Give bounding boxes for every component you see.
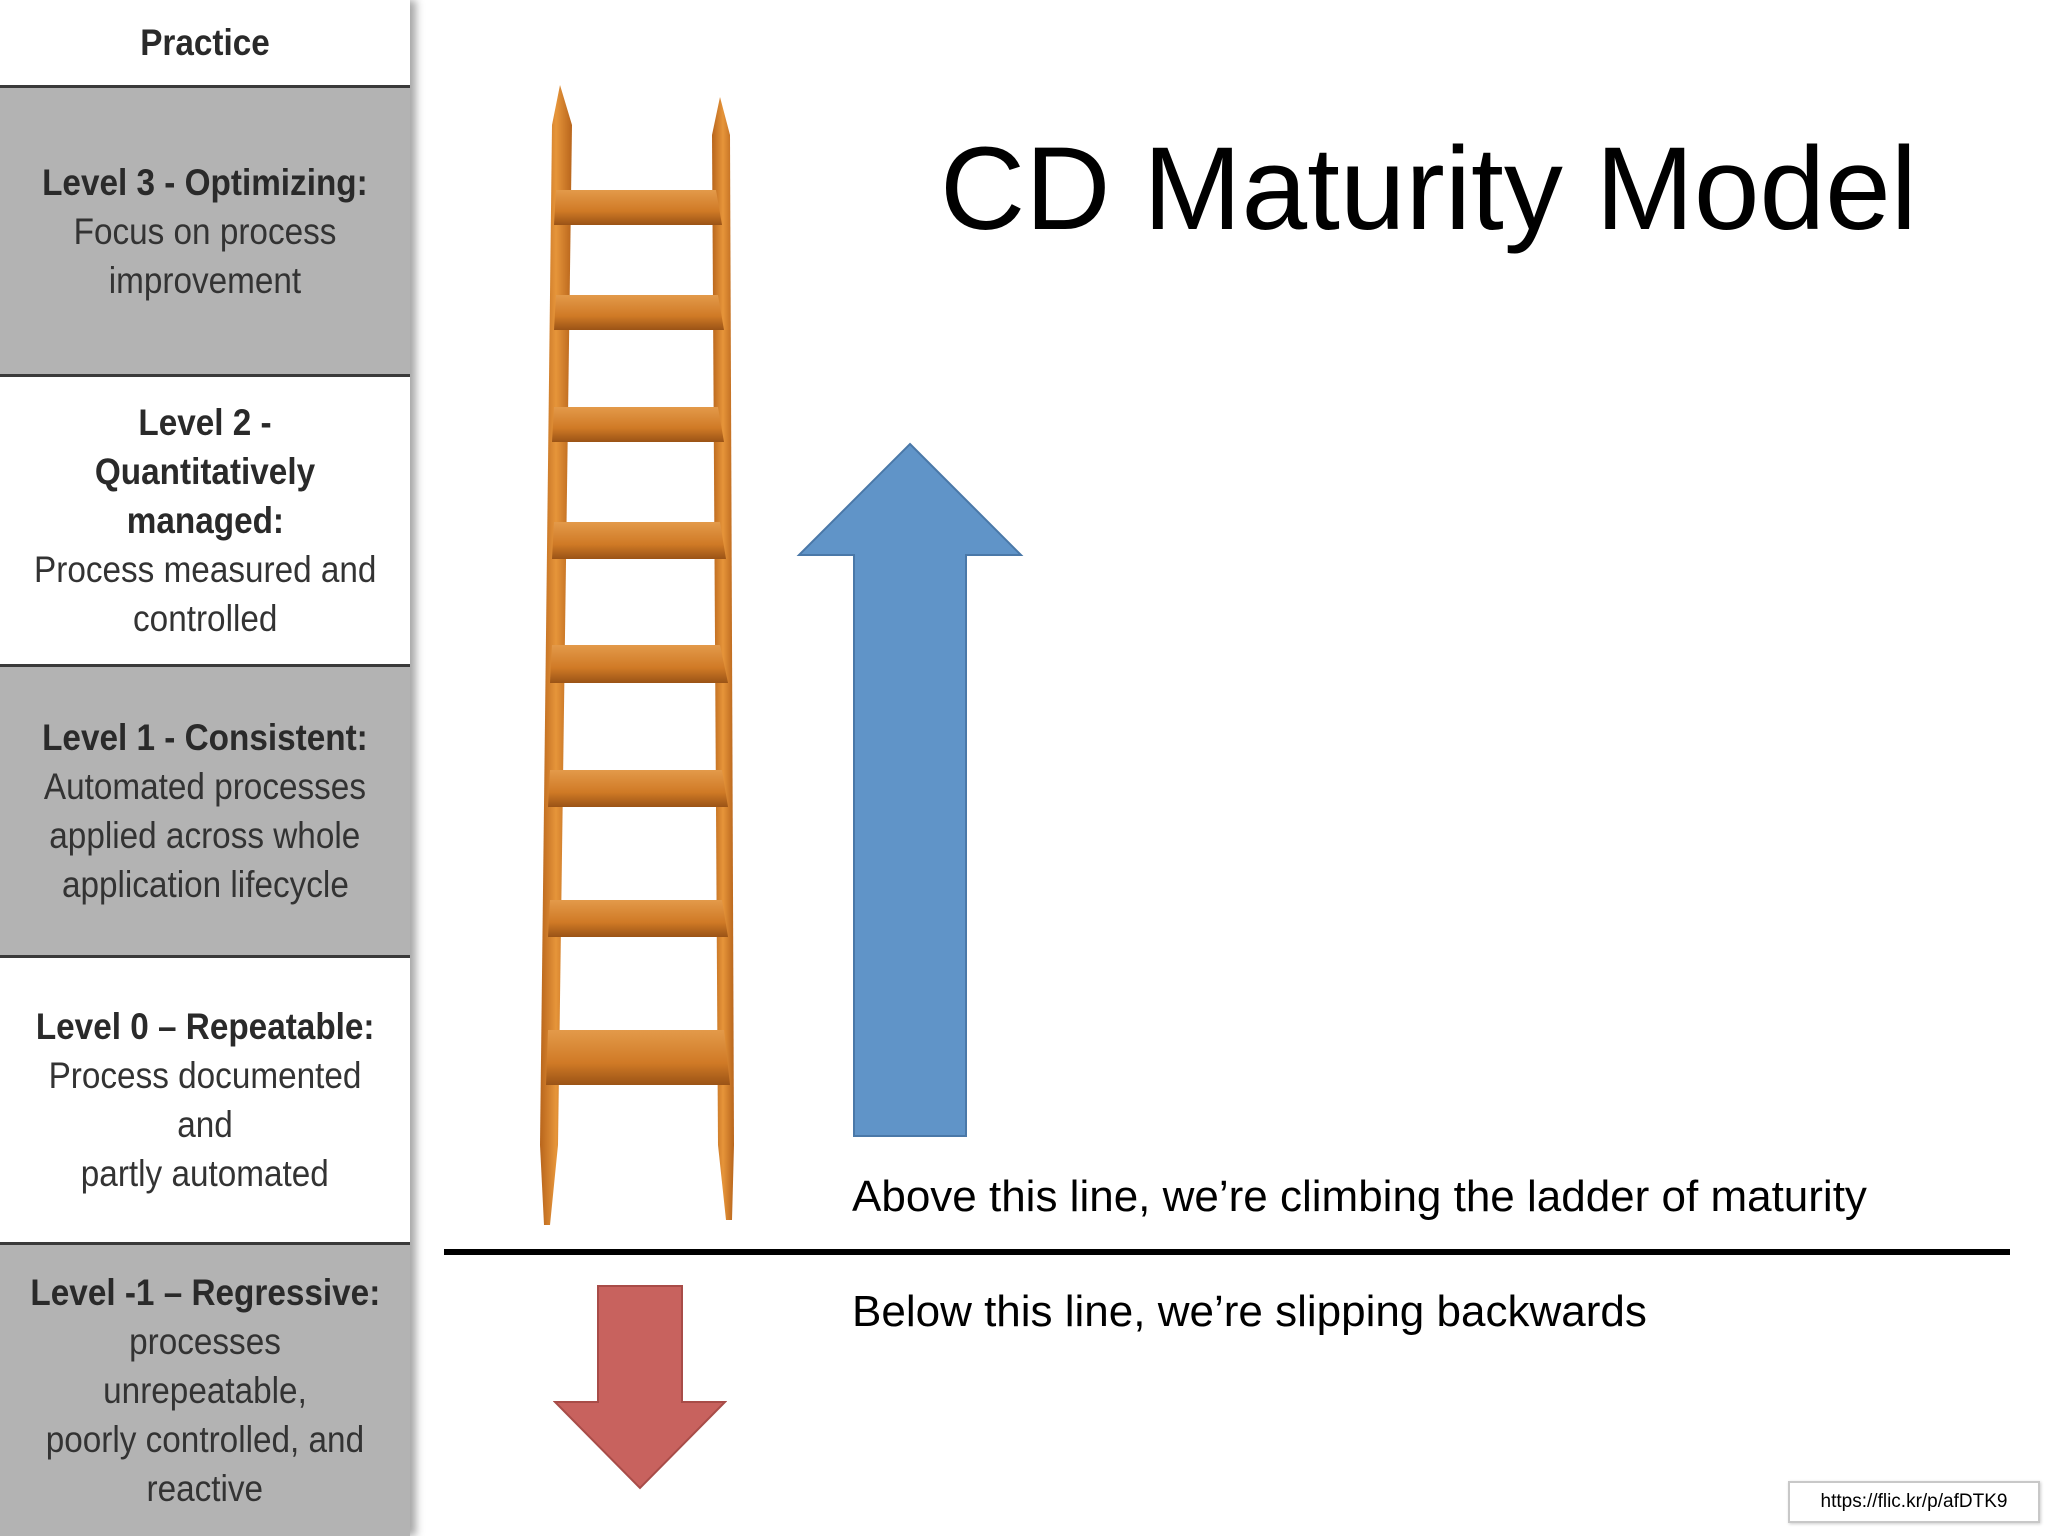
- caption-below-line: Below this line, we’re slipping backward…: [852, 1287, 1647, 1337]
- level-3-cell: Level 3 - Optimizing: Focus on process i…: [0, 88, 410, 377]
- up-arrow-icon: [795, 440, 1025, 1140]
- level-1-title: Level 1 - Consistent:: [42, 713, 368, 762]
- maturity-divider-line: [444, 1249, 2010, 1255]
- level-0-desc-line-1: Process documented and: [28, 1051, 383, 1149]
- level-2-desc-line-2: controlled: [133, 594, 277, 643]
- slide-title: CD Maturity Model: [940, 130, 1917, 248]
- practice-header: Practice: [0, 0, 410, 88]
- level-3-title: Level 3 - Optimizing:: [42, 158, 368, 207]
- level-0-cell: Level 0 – Repeatable: Process documented…: [0, 958, 410, 1245]
- level-minus-1-desc-line-1: processes unrepeatable,: [28, 1317, 383, 1415]
- level-minus-1-cell: Level -1 – Regressive: processes unrepea…: [0, 1245, 410, 1536]
- practice-header-label: Practice: [140, 18, 270, 67]
- level-minus-1-desc-line-2: poorly controlled, and: [46, 1415, 364, 1464]
- level-2-title-line-2: managed:: [126, 496, 283, 545]
- level-minus-1-desc-line-3: reactive: [147, 1464, 264, 1513]
- level-3-desc-line-1: Focus on process: [74, 207, 337, 256]
- ladder-image: [530, 85, 750, 1235]
- level-1-desc-line-2: applied across whole: [49, 811, 360, 860]
- level-1-desc-line-1: Automated processes: [44, 762, 366, 811]
- level-minus-1-title: Level -1 – Regressive:: [30, 1268, 380, 1317]
- source-url-link[interactable]: https://flic.kr/p/afDTK9: [1788, 1481, 2040, 1523]
- ladder-steps: [546, 190, 730, 1085]
- level-2-desc-line-1: Process measured and: [34, 545, 376, 594]
- level-0-title: Level 0 – Repeatable:: [36, 1002, 375, 1051]
- down-arrow-icon: [553, 1284, 727, 1490]
- level-2-title-line-1: Level 2 - Quantitatively: [28, 398, 383, 496]
- level-1-cell: Level 1 - Consistent: Automated processe…: [0, 667, 410, 958]
- level-1-desc-line-3: application lifecycle: [62, 860, 349, 909]
- level-2-cell: Level 2 - Quantitatively managed: Proces…: [0, 377, 410, 667]
- caption-above-line: Above this line, we’re climbing the ladd…: [852, 1172, 1867, 1222]
- practice-column: Practice Level 3 - Optimizing: Focus on …: [0, 0, 410, 1536]
- level-3-desc-line-2: improvement: [109, 256, 301, 305]
- level-0-desc-line-2: partly automated: [81, 1149, 329, 1198]
